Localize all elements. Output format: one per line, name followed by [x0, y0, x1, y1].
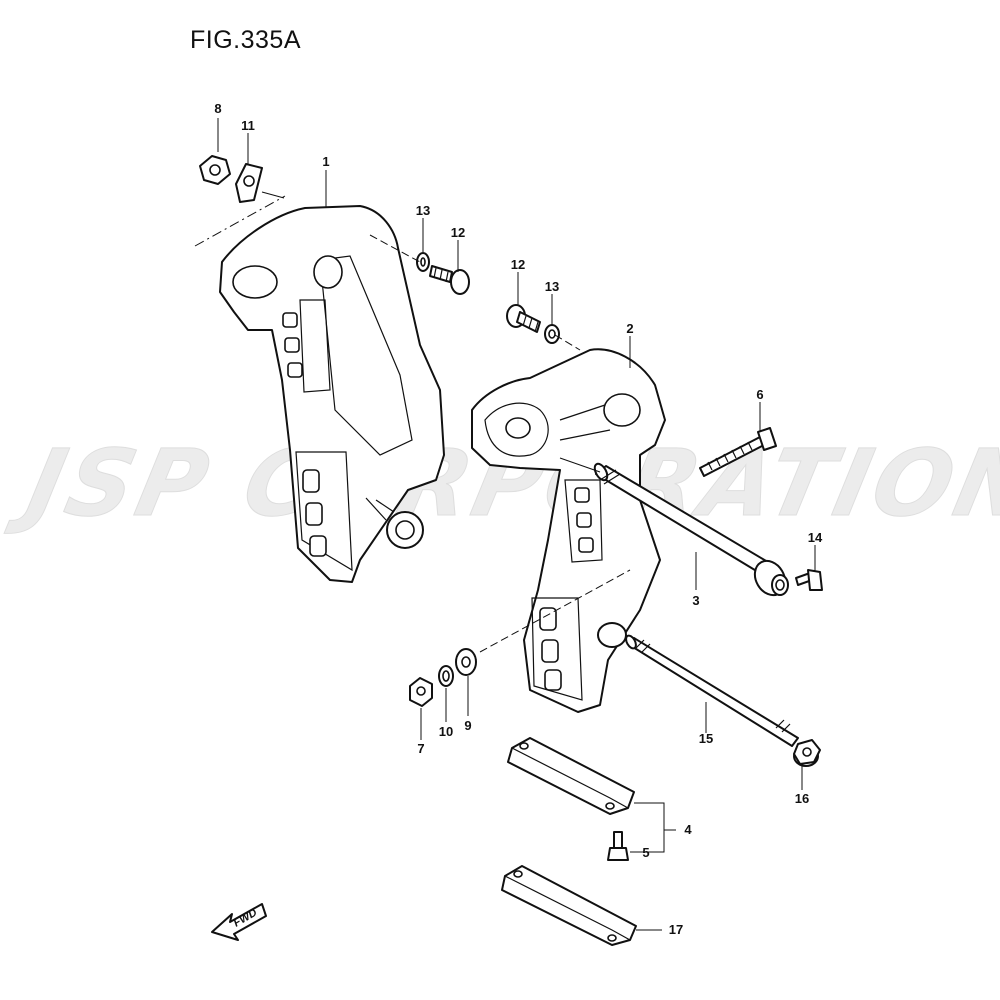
plate-washer-11: [235, 163, 263, 203]
callout-17: 17: [669, 922, 683, 937]
washer-9: [455, 648, 477, 676]
clamp-bracket-right: [471, 348, 666, 713]
figure-title: FIG.335A: [190, 26, 301, 54]
callout-leaders: [217, 118, 816, 931]
callout-11: 11: [241, 118, 255, 133]
callout-6: 6: [756, 387, 763, 402]
plate-4: [507, 737, 635, 815]
nut-7: [409, 677, 433, 707]
plate-17: [501, 865, 637, 946]
callout-4: 4: [684, 822, 692, 837]
callout-13b: 13: [545, 279, 559, 294]
bolt-5: [607, 831, 629, 861]
bolt-12b: [506, 304, 541, 333]
callout-3: 3: [692, 593, 699, 608]
washer-13a: [416, 252, 430, 272]
callout-7: 7: [417, 741, 424, 756]
nut-8: [199, 155, 231, 185]
assembly-lines: [194, 191, 631, 653]
callout-labels: 8 11 1 13 12 12 13 2 6 3 14 15 16 7 10 9…: [214, 101, 823, 937]
callout-12a: 12: [451, 225, 465, 240]
callout-2: 2: [626, 321, 633, 336]
washer-13b: [544, 324, 560, 344]
forward-arrow-icon: FWD: [211, 903, 267, 941]
callout-10: 10: [439, 724, 453, 739]
callout-14: 14: [808, 530, 823, 545]
clamp-bracket-left: [219, 205, 445, 583]
washer-10: [438, 665, 454, 687]
bolt-long: [699, 427, 777, 477]
callout-15: 15: [699, 731, 713, 746]
callout-12b: 12: [511, 257, 525, 272]
tilt-tube: [593, 462, 789, 597]
callout-9: 9: [464, 718, 471, 733]
bolt-12a: [429, 265, 470, 295]
callout-8: 8: [214, 101, 221, 116]
callout-5: 5: [642, 845, 649, 860]
callout-1: 1: [322, 154, 329, 169]
through-rod: [625, 634, 799, 747]
callout-16: 16: [795, 791, 809, 806]
callout-13a: 13: [416, 203, 430, 218]
bolt-small: [795, 569, 823, 591]
flange-nut-16: [793, 739, 821, 767]
